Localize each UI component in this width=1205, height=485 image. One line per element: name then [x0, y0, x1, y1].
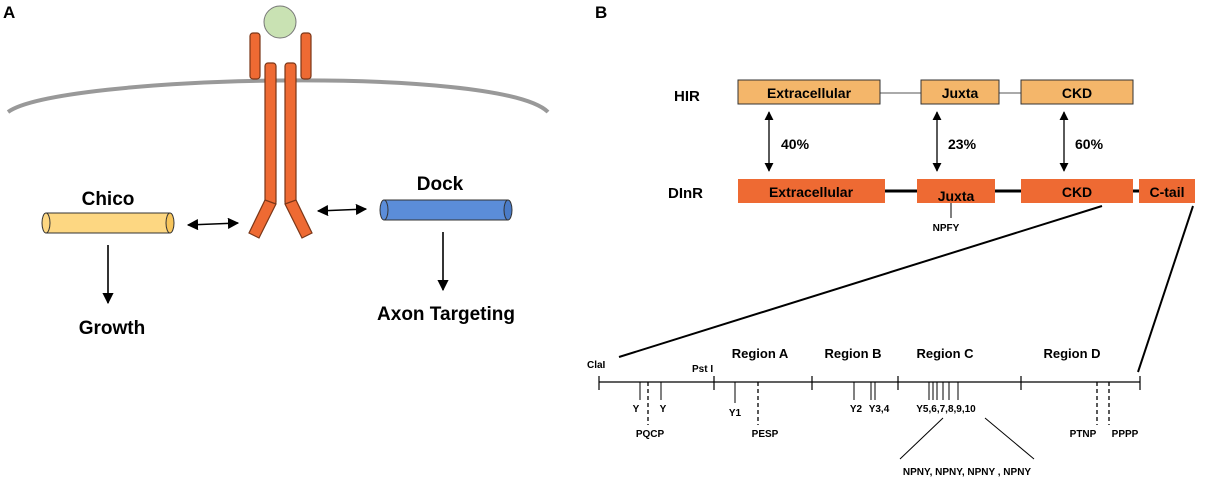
- dock-protein: [379, 199, 513, 221]
- dinr-domain-ckd: CKD: [1021, 179, 1133, 203]
- dinr-domain-c-tail: C-tail: [1139, 179, 1195, 203]
- zoom-line-left: [618, 205, 1103, 358]
- axon-targeting-label: Axon Targeting: [377, 304, 515, 325]
- pesp-label: PESP: [752, 429, 779, 440]
- pqcp-label: PQCP: [636, 429, 665, 440]
- chico-label: Chico: [82, 189, 135, 210]
- pst-site-label: Pst I: [692, 364, 713, 375]
- svg-text:Juxta: Juxta: [942, 85, 979, 101]
- panel-b: B HIR Extracellular Juxta CKD 40% 23% 60…: [587, 3, 1195, 478]
- region-d-label: Region D: [1043, 346, 1100, 361]
- panel-a: A Chico Dock: [3, 3, 550, 339]
- svg-text:Juxta: Juxta: [938, 188, 975, 204]
- dinr-label: DInR: [668, 185, 703, 202]
- chico-receptor-arrow: [186, 217, 240, 231]
- insulin-ligand: [263, 5, 297, 39]
- receptor-dock-arrow: [316, 203, 368, 217]
- ptnp-label: PTNP: [1070, 429, 1097, 440]
- svg-text:C-tail: C-tail: [1150, 184, 1185, 200]
- y-left-1-label: Y: [633, 404, 640, 415]
- panel-a-letter: A: [3, 3, 15, 22]
- chico-protein: [41, 212, 175, 234]
- region-c-label: Region C: [916, 346, 974, 361]
- hir-domain-extracellular: Extracellular: [737, 79, 881, 105]
- y-left-2-label: Y: [660, 404, 667, 415]
- svg-text:CKD: CKD: [1062, 184, 1092, 200]
- y5-10-ticks: [928, 382, 959, 400]
- y2-label: Y2: [850, 404, 863, 415]
- y34-label: Y3,4: [869, 404, 890, 415]
- dinr-domain-juxta: Juxta: [917, 179, 995, 204]
- npfy-label: NPFY: [933, 223, 960, 234]
- svg-text:Extracellular: Extracellular: [767, 85, 852, 101]
- restriction-map: ClaI Pst I Region A Region B Region C Re…: [587, 346, 1141, 478]
- hir-domain-ckd: CKD: [1020, 79, 1134, 105]
- svg-text:CKD: CKD: [1062, 85, 1092, 101]
- region-b-label: Region B: [824, 346, 881, 361]
- growth-label: Growth: [79, 318, 146, 339]
- insulin-receptor: [248, 32, 313, 239]
- pppp-label: PPPP: [1112, 429, 1139, 440]
- npny-pointer-right: [984, 417, 1035, 460]
- zoom-line-right: [1137, 205, 1194, 373]
- region-a-label: Region A: [732, 346, 789, 361]
- npny-label: NPNY, NPNY, NPNY , NPNY: [903, 467, 1032, 478]
- clal-site-label: ClaI: [587, 360, 606, 371]
- svg-text:Extracellular: Extracellular: [769, 184, 854, 200]
- hir-label: HIR: [674, 88, 700, 105]
- panel-b-letter: B: [595, 3, 607, 22]
- identity-extracellular: 40%: [781, 136, 810, 152]
- y1-label: Y1: [729, 408, 742, 419]
- dinr-domain-extracellular: Extracellular: [738, 179, 885, 203]
- identity-juxta: 23%: [948, 136, 977, 152]
- identity-ckd: 60%: [1075, 136, 1104, 152]
- dock-label: Dock: [417, 174, 464, 195]
- hir-domain-juxta: Juxta: [920, 79, 1000, 105]
- y5-10-label: Y5,6,7,8,9,10: [916, 404, 976, 415]
- cell-membrane: [6, 78, 550, 114]
- npny-pointer-left: [899, 417, 944, 460]
- map-region-ticks: [598, 376, 1141, 390]
